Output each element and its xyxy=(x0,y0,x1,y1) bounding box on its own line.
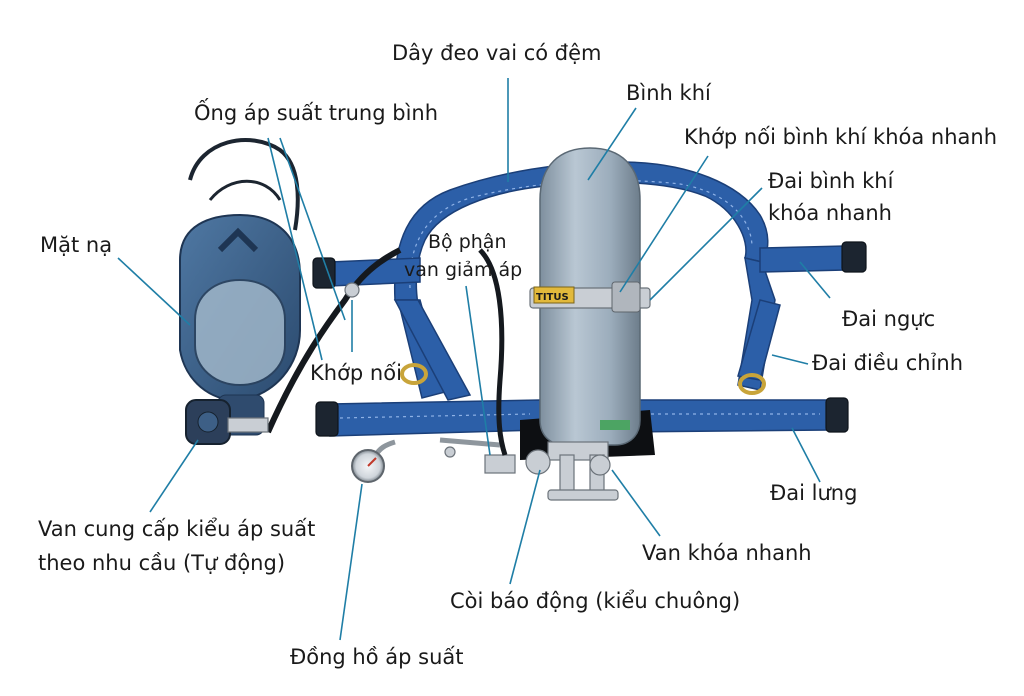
chest-buckle-right xyxy=(841,241,867,273)
chest-strap-right xyxy=(759,245,846,273)
harness xyxy=(312,161,867,460)
face-mask xyxy=(179,138,301,436)
coupling-joint xyxy=(344,282,360,298)
label-pressure-gauge: Đồng hồ áp suất xyxy=(290,645,464,669)
leader-regulator xyxy=(465,285,491,456)
leader-cylinder-band xyxy=(649,187,763,301)
leader-quick-valve xyxy=(611,469,661,537)
air-cylinder: TITUS xyxy=(529,147,651,446)
mask-visor xyxy=(194,278,286,387)
reducer-valve-body xyxy=(484,454,516,474)
d-ring-left xyxy=(400,363,428,385)
adjust-strap-right xyxy=(737,299,781,381)
cylinder-tag-text: TITUS xyxy=(536,292,569,303)
leader-medium-pressure-hose-b xyxy=(279,137,346,321)
label-medium-pressure-hose: Ống áp suất trung bình xyxy=(194,101,439,125)
label-shoulder-strap: Dây đeo vai có đệm xyxy=(392,41,602,65)
label-adjust-strap: Đai điều chỉnh xyxy=(812,351,964,375)
alarm-bell xyxy=(525,449,551,475)
leader-lines xyxy=(117,78,831,641)
chest-buckle-left xyxy=(312,257,336,289)
quick-valve-knob xyxy=(589,454,611,476)
label-mask: Mặt nạ xyxy=(40,233,113,257)
label-cylinder-band-line1: Đai bình khí xyxy=(768,169,894,193)
cylinder-band-latch xyxy=(611,281,641,313)
leader-cylinder xyxy=(587,107,637,181)
waist-buckle-left xyxy=(315,401,339,437)
label-quick-coupling-cylinder: Khớp nối bình khí khóa nhanh xyxy=(684,125,998,149)
label-cylinder: Bình khí xyxy=(626,81,711,105)
label-regulator-line2: van giảm áp xyxy=(404,259,523,281)
leader-adjust-strap xyxy=(771,354,809,365)
leader-alarm xyxy=(509,469,541,585)
leader-demand-valve xyxy=(149,439,199,513)
label-cylinder-band-line2: khóa nhanh xyxy=(768,201,892,225)
leader-medium-pressure-hose-a xyxy=(267,137,323,361)
label-demand-valve-line1: Van cung cấp kiểu áp suất xyxy=(38,517,316,541)
label-chest-strap: Đai ngực xyxy=(842,307,936,331)
label-demand-valve-line2: theo nhu cầu (Tự động) xyxy=(38,551,286,575)
head-harness xyxy=(188,138,300,231)
adjust-strap-left xyxy=(393,299,472,401)
leader-pressure-gauge xyxy=(339,483,363,641)
label-alarm: Còi báo động (kiểu chuông) xyxy=(450,589,741,613)
leader-mask xyxy=(117,257,191,326)
valve-assembly xyxy=(439,437,619,501)
cylinder-tag xyxy=(533,286,575,304)
label-coupling: Khớp nối xyxy=(310,361,402,385)
d-ring-right xyxy=(738,373,766,395)
label-quick-valve: Van khóa nhanh xyxy=(642,541,812,565)
waist-buckle-right xyxy=(825,397,849,433)
leader-chest-strap xyxy=(799,261,831,299)
pressure-gauge xyxy=(351,449,385,483)
label-regulator-line1: Bộ phận xyxy=(428,231,507,253)
leader-waist-belt xyxy=(791,427,821,483)
label-waist-belt: Đai lưng xyxy=(770,481,858,505)
cylinder-label-strip xyxy=(600,420,630,430)
leader-quick-coupling xyxy=(619,155,709,293)
medium-pressure-hose xyxy=(265,247,402,434)
demand-valve xyxy=(185,399,269,445)
cylinder-stand xyxy=(547,489,619,501)
